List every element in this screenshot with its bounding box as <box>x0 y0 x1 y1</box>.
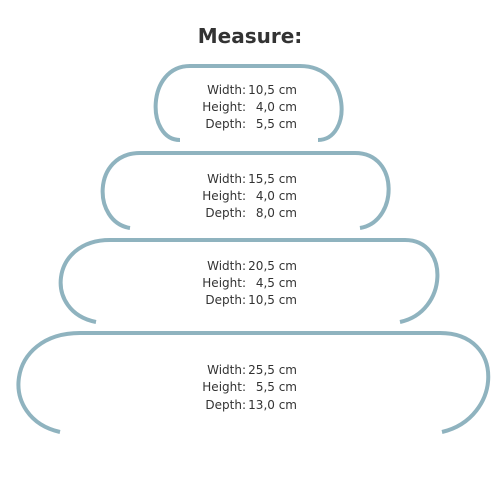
size-3-depth-value: 10,5 cm <box>248 293 297 307</box>
size-2-group: Width: 15,5 cm Height: 4,0 cm Depth: 8,0… <box>100 151 391 230</box>
size-3-height-label: Height: <box>202 276 246 290</box>
size-1-outline <box>153 64 344 142</box>
size-2-width-value: 15,5 cm <box>248 172 297 186</box>
size-1-depth-label: Depth: <box>205 117 246 131</box>
size-4-height-label: Height: <box>202 380 246 394</box>
size-2-depth-value: 8,0 cm <box>256 206 297 220</box>
size-3-group: Width: 20,5 cm Height: 4,5 cm Depth: 10,… <box>58 238 440 324</box>
size-4-width-label: Width: <box>207 363 246 377</box>
size-4-outline <box>16 331 491 434</box>
size-4-depth-label: Depth: <box>205 398 246 412</box>
size-1-width-label: Width: <box>207 83 246 97</box>
size-3-height-value: 4,5 cm <box>256 276 297 290</box>
size-2-width-label: Width: <box>207 172 246 186</box>
size-1-height-value: 4,0 cm <box>256 100 297 114</box>
size-3-width-label: Width: <box>207 259 246 273</box>
size-2-depth-label: Depth: <box>205 206 246 220</box>
size-2-outline <box>100 151 391 230</box>
size-1-group: Width: 10,5 cm Height: 4,0 cm Depth: 5,5… <box>153 64 344 142</box>
size-4-height-value: 5,5 cm <box>256 380 297 394</box>
size-2-height-label: Height: <box>202 189 246 203</box>
diagram-title: Measure: <box>198 24 303 48</box>
size-3-width-value: 20,5 cm <box>248 259 297 273</box>
size-1-height-label: Height: <box>202 100 246 114</box>
size-4-width-value: 25,5 cm <box>248 363 297 377</box>
size-2-height-value: 4,0 cm <box>256 189 297 203</box>
size-3-outline <box>58 238 440 324</box>
size-3-depth-label: Depth: <box>205 293 246 307</box>
size-4-depth-value: 13,0 cm <box>248 398 297 412</box>
size-4-group: Width: 25,5 cm Height: 5,5 cm Depth: 13,… <box>16 331 491 434</box>
size-1-depth-value: 5,5 cm <box>256 117 297 131</box>
size-1-width-value: 10,5 cm <box>248 83 297 97</box>
